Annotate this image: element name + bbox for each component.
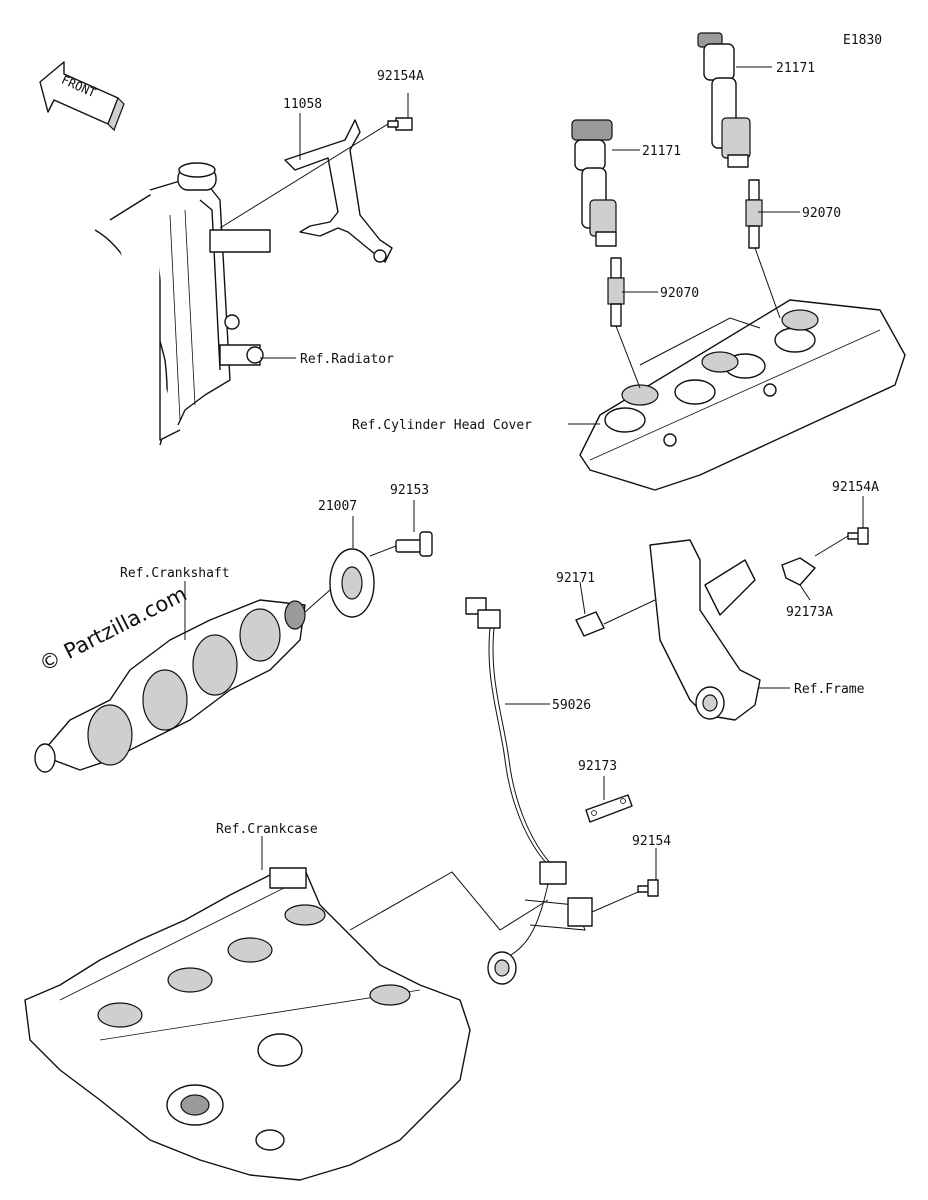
crankshaft-illustration: [34, 599, 306, 773]
sensor-harness-59026: [465, 597, 593, 985]
ref-cylinder-head-cover: Ref.Cylinder Head Cover: [352, 418, 532, 433]
bolt-92153: [395, 531, 433, 557]
ref-radiator: Ref.Radiator: [300, 352, 394, 367]
spark-plug-top: [745, 179, 763, 249]
bolt-92154A-top: [387, 117, 413, 131]
spark-plug-mid: [607, 257, 625, 327]
frame-illustration: [649, 539, 761, 721]
clamp-92173A: [781, 557, 816, 586]
timing-rotor-21007: [329, 548, 375, 618]
ref-crankcase: Ref.Crankcase: [216, 822, 318, 837]
label-92154A-right: 92154A: [832, 480, 879, 495]
leader-lines: [184, 66, 864, 931]
label-21171-mid: 21171: [642, 144, 681, 159]
plate-92173: [585, 794, 633, 823]
label-92173: 92173: [578, 759, 617, 774]
ignition-coil-mid: [571, 119, 617, 247]
label-92153: 92153: [390, 483, 429, 498]
cylinder-head-cover-illustration: [579, 299, 906, 491]
ignition-coil-top: [697, 32, 751, 168]
clip-92171: [575, 611, 605, 637]
ref-crankshaft: Ref.Crankshaft: [120, 566, 230, 581]
label-21007: 21007: [318, 499, 357, 514]
label-92173A: 92173A: [786, 605, 833, 620]
label-92154: 92154: [632, 834, 671, 849]
diagram-code: E1830: [843, 33, 882, 48]
label-92171: 92171: [556, 571, 595, 586]
label-92154A-top: 92154A: [377, 69, 424, 84]
radiator-illustration: [94, 162, 271, 446]
label-21171-top: 21171: [776, 61, 815, 76]
label-11058: 11058: [283, 97, 322, 112]
bolt-92154: [637, 879, 659, 897]
label-92070-mid: 92070: [660, 286, 699, 301]
bracket-11058: [284, 119, 393, 263]
bolt-92154A-right: [847, 527, 869, 545]
label-59026: 59026: [552, 698, 591, 713]
crankcase-illustration: [24, 867, 471, 1181]
front-arrow-icon: FRONT: [39, 61, 125, 132]
label-92070-top: 92070: [802, 206, 841, 221]
ref-frame: Ref.Frame: [794, 682, 865, 697]
